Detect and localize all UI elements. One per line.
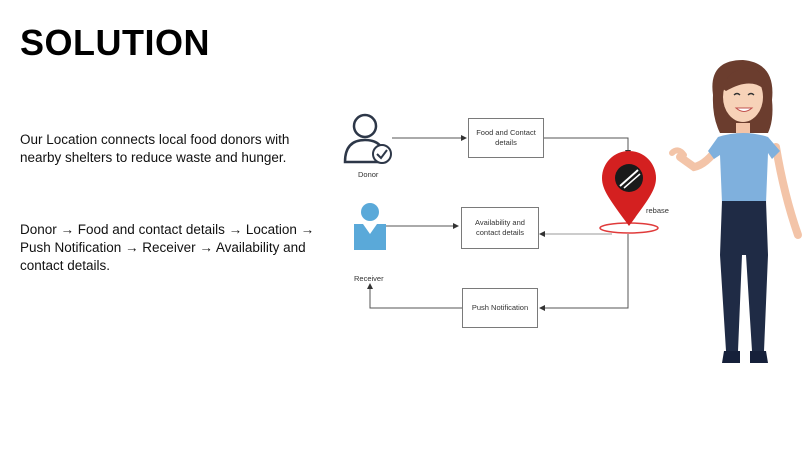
arrow-food-to-location [544, 137, 631, 156]
arrow-location-to-push [539, 234, 629, 311]
intro-text: Our Location connects local food donors … [20, 132, 290, 165]
slide-title: SOLUTION [20, 22, 210, 63]
donor-label: Donor [358, 170, 379, 179]
presenter-illustration [669, 60, 802, 363]
flow-text: Donor → Food and contact details → Locat… [20, 222, 315, 273]
diagram-connectors [343, 113, 659, 311]
location-pin-icon [599, 151, 659, 234]
push-notification-box: Push Notification [462, 288, 538, 328]
firebase-label: rebase [646, 206, 669, 215]
arrow-push-to-receiver [367, 283, 462, 309]
flow-diagram: Donor Receiver rebase Food and Contact d… [330, 100, 680, 340]
food-contact-box: Food and Contact details [468, 118, 544, 158]
receiver-icon [354, 203, 386, 250]
receiver-label: Receiver [354, 274, 384, 283]
donor-icon [343, 113, 392, 164]
availability-box: Availability and contact details [461, 207, 539, 249]
